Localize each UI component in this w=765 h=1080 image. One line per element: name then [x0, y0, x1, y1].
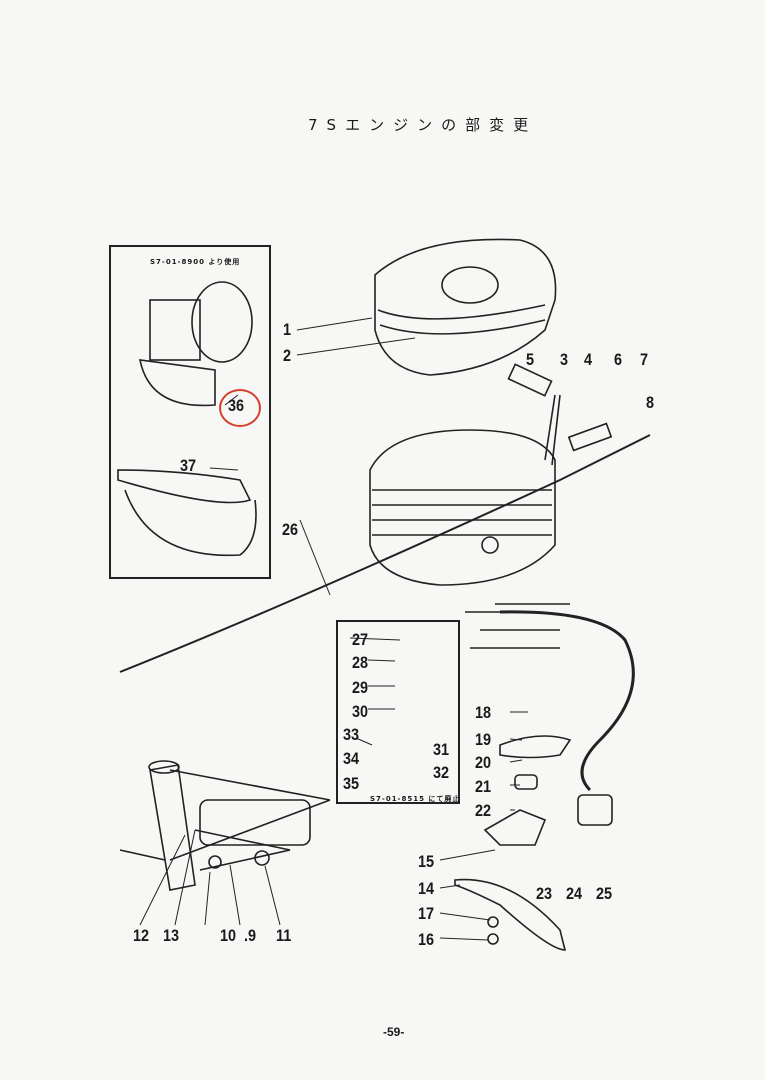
part-label-24: 24	[566, 884, 583, 903]
part-label-19: 19	[475, 730, 492, 749]
part-label-3: 3	[560, 350, 569, 369]
part-label-28: 28	[352, 653, 369, 672]
part-label-22: 22	[475, 801, 492, 820]
part-label-23: 23	[536, 884, 553, 903]
part-label-2: 2	[283, 346, 292, 365]
part-label-33: 33	[343, 725, 360, 744]
part-label-34: 34	[343, 749, 360, 768]
page-number: -59-	[383, 1025, 405, 1039]
part-label-27: 27	[352, 630, 369, 649]
lever	[117, 469, 252, 504]
inset-top-note: S7-01-8900 より使用	[150, 258, 241, 266]
part-label-20: 20	[475, 753, 492, 772]
part-label-1: 1	[283, 320, 292, 339]
part-label-12: 12	[133, 926, 150, 945]
part-label-16: 16	[418, 930, 435, 949]
page-title: 7Sエンジンの部変更	[308, 116, 538, 134]
part-label-15: 15	[418, 852, 435, 871]
part-label-25: 25	[596, 884, 613, 903]
part-label-30: 30	[352, 702, 369, 721]
part-label-29: 29	[352, 678, 369, 697]
inset-switch	[336, 620, 460, 804]
part-label-9: .9	[244, 926, 257, 945]
part-label-32: 32	[433, 763, 450, 782]
part-label-5: 5	[526, 350, 535, 369]
part-label-35: 35	[343, 774, 360, 793]
brake-lever	[454, 878, 567, 951]
part-label-21: 21	[475, 777, 492, 796]
part-label-31: 31	[433, 740, 450, 759]
part-label-13: 13	[163, 926, 180, 945]
cable	[119, 434, 651, 673]
part-label-8: 8	[646, 393, 655, 412]
cylinder-head	[369, 429, 556, 586]
part-label-18: 18	[475, 703, 492, 722]
part-label-37: 37	[180, 456, 197, 475]
part-label-26: 26	[282, 520, 299, 539]
part-label-10: 10	[220, 926, 237, 945]
inset-mid-note: S7-01-8515 にて廃止	[370, 795, 461, 803]
highlight-circle	[219, 389, 261, 427]
inset-carburettor	[109, 245, 271, 579]
part-label-14: 14	[418, 879, 435, 898]
part-label-6: 6	[614, 350, 623, 369]
cylinder-head-cover	[374, 238, 557, 376]
part-label-11: 11	[276, 926, 292, 945]
part-label-4: 4	[584, 350, 593, 369]
part-label-7: 7	[640, 350, 649, 369]
part-label-17: 17	[418, 904, 435, 923]
